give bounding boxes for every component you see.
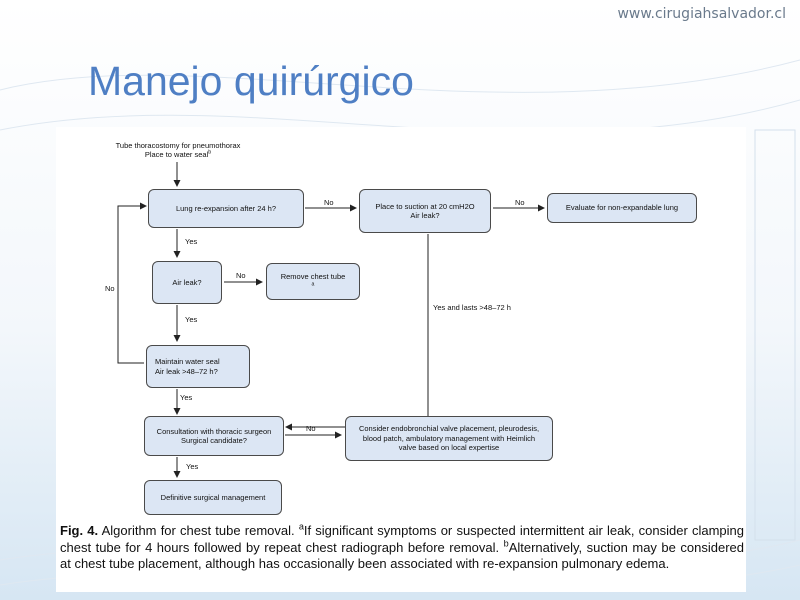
node-consider-line1: Consider endobronchial valve placement, … <box>358 424 540 434</box>
node-lung-reexpansion: Lung re-expansion after 24 h? <box>148 189 304 228</box>
figure-caption: Fig. 4. Algorithm for chest tube removal… <box>60 521 745 573</box>
slide-title: Manejo quirúrgico <box>88 58 414 104</box>
node-maintain-line2: Air leak >48–72 h? <box>155 366 218 376</box>
node-air-leak-text: Air leak? <box>172 277 202 287</box>
node-suction-line2: Air leak? <box>410 211 440 220</box>
label-yes-lasts: Yes and lasts >48–72 h <box>433 303 511 312</box>
caption-text-3: Alternatively, suction may be considered… <box>60 539 745 572</box>
start-footnote-marker: b <box>208 149 212 156</box>
site-url: www.cirugiahsalvador.cl <box>617 6 786 22</box>
node-air-leak: Air leak? <box>152 261 222 304</box>
label-yes-reexpansion: Yes <box>185 237 198 246</box>
node-consultation-surgeon: Consultation with thoracic surgeon Surgi… <box>144 416 284 456</box>
node-remove-footnote-marker: a <box>311 281 315 287</box>
node-evaluate-text: Evaluate for non-expandable lung <box>565 203 679 213</box>
label-no-surgical: No <box>306 424 316 433</box>
node-evaluate-non-expandable: Evaluate for non-expandable lung <box>547 193 697 223</box>
caption-text-1: Algorithm for chest tube removal. <box>98 523 299 538</box>
caption-sup-b: b <box>503 538 509 549</box>
node-consult-line2: Surgical candidate? <box>181 436 247 445</box>
node-maintain-water-seal: Maintain water seal Air leak >48–72 h? <box>146 345 250 388</box>
node-consider-line3: valve based on local expertise <box>398 443 500 453</box>
node-maintain-line1: Maintain water seal <box>155 357 220 366</box>
node-place-to-suction: Place to suction at 20 cmH2O Air leak? <box>359 189 491 233</box>
node-consider-options: Consider endobronchial valve placement, … <box>345 416 553 461</box>
start-label: Tube thoracostomy for pneumothorax Place… <box>108 141 248 159</box>
label-yes-surgical: Yes <box>186 462 199 471</box>
node-definitive-surgical: Definitive surgical management <box>144 480 282 515</box>
flowchart-connectors <box>117 162 545 478</box>
node-suction-line1: Place to suction at 20 cmH2O <box>375 201 475 211</box>
label-no-suction: No <box>515 198 525 207</box>
label-yes-maintain: Yes <box>180 393 193 402</box>
label-no-reexpansion: No <box>324 198 334 207</box>
caption-fig-label: Fig. 4. <box>60 523 99 538</box>
label-no-air-leak: No <box>236 271 246 280</box>
start-line2: Place to water seal <box>144 150 209 159</box>
node-consult-line1: Consultation with thoracic surgeon <box>156 426 272 436</box>
node-remove-text: Remove chest tube <box>280 272 346 281</box>
caption-text-2: If significant symptoms or suspected int… <box>60 523 744 555</box>
label-no-loop: No <box>105 284 115 293</box>
node-consider-line2: blood patch, ambulatory management with … <box>362 433 536 443</box>
start-line1: Tube thoracostomy for pneumothorax <box>115 141 241 150</box>
label-yes-air-leak: Yes <box>185 315 198 324</box>
node-lung-reexpansion-text: Lung re-expansion after 24 h? <box>175 203 277 213</box>
node-definitive-text: Definitive surgical management <box>160 492 266 502</box>
flowchart-figure: Tube thoracostomy for pneumothorax Place… <box>56 127 746 592</box>
caption-sup-a: a <box>298 521 304 532</box>
